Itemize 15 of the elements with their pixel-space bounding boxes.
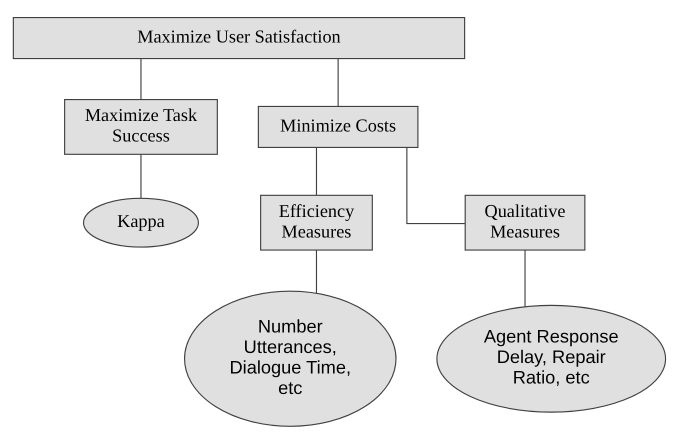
- node-box: Maximize Task Success: [64, 98, 218, 154]
- node-ellipse: Number Utterances, Dialogue Time, etc: [184, 290, 397, 426]
- node-box: Qualitative Measures: [464, 194, 586, 250]
- node-box: Maximize User Satisfaction: [12, 16, 466, 59]
- connector: [524, 250, 526, 306]
- connector: [316, 250, 318, 293]
- connector: [140, 58, 142, 99]
- connector: [338, 58, 339, 106]
- node-box: Minimize Costs: [258, 105, 418, 148]
- node-box: Efficiency Measures: [260, 194, 373, 250]
- node-ellipse: Agent Response Delay, Repair Ratio, etc: [436, 304, 666, 412]
- node-ellipse: Kappa: [82, 197, 199, 248]
- connector: [140, 154, 142, 198]
- connector: [406, 147, 465, 224]
- connector: [316, 147, 318, 195]
